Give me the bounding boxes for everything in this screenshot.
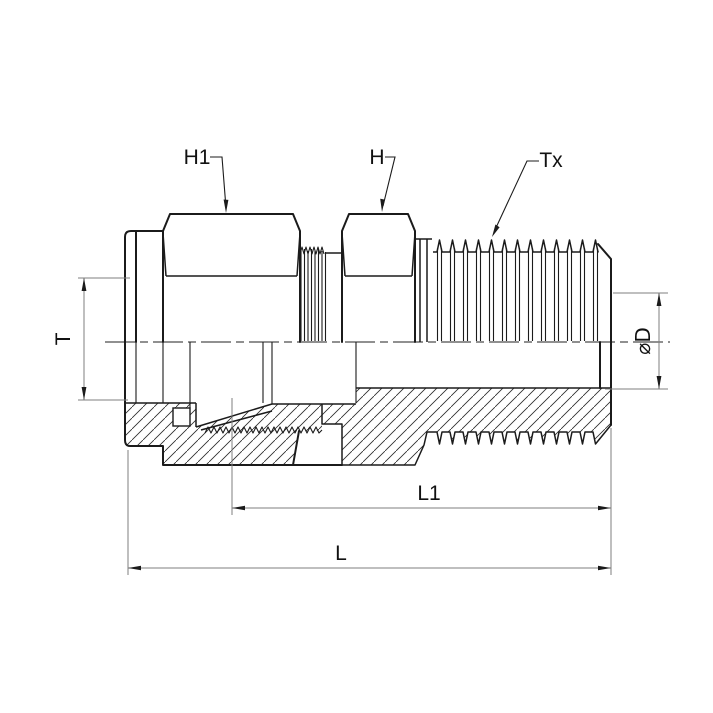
leader-arrowheads: [223, 198, 500, 237]
part-outline: [124, 213, 612, 426]
leader-h: [382, 156, 396, 207]
nut-section-outline: [124, 341, 343, 466]
labels: H1 H Tx T ⌀D L1 L: [52, 146, 655, 565]
dim-d-lines: [605, 292, 668, 390]
bore-lines: [125, 387, 611, 427]
hatch-ferrule-section: [196, 404, 322, 431]
dim-label-l1: L1: [417, 482, 440, 505]
hatch-nut-section: [125, 403, 299, 465]
dimension-arrowheads: [81, 278, 662, 571]
leader-callouts: [210, 156, 539, 237]
dim-t-lines: [78, 277, 130, 401]
male-thread-flank-lines: [436, 248, 599, 341]
body-section-outline: [321, 404, 612, 466]
dim-label-phi-d: ⌀D: [631, 327, 655, 354]
dim-l1-lines: [231, 398, 612, 575]
thread-shoulder: [415, 238, 432, 342]
dimension-lines: [78, 277, 668, 575]
dim-label-t: T: [52, 332, 75, 345]
ferrule-cone-lines: [195, 403, 273, 431]
hex-nut-h-facet-lines: [341, 232, 416, 277]
callout-label-h1: H1: [184, 146, 211, 169]
hex-nut-h1: [162, 213, 301, 343]
inner-edge-lines: [135, 342, 357, 408]
section-detail: [124, 341, 612, 466]
dim-l-lines: [127, 450, 611, 575]
end-chamfer-and-face: [597, 243, 612, 426]
dim-label-l: L: [335, 542, 347, 565]
hex-nut-h1-facet-lines: [162, 232, 301, 277]
section-hatching: [125, 388, 611, 465]
body-thread-under-nut: [299, 246, 327, 341]
back-ferrule: [172, 407, 191, 427]
male-thread-crest-profile: [433, 239, 599, 253]
callout-label-tx: Tx: [539, 149, 563, 172]
callout-label-h: H: [369, 146, 384, 169]
leader-h1: [210, 156, 227, 209]
hex-nut-h: [341, 213, 416, 343]
tube-end-cap: [124, 230, 164, 343]
nut-body-thread-engagement: [204, 426, 323, 434]
hatch-body-section: [322, 388, 611, 465]
leader-tx: [493, 160, 539, 233]
